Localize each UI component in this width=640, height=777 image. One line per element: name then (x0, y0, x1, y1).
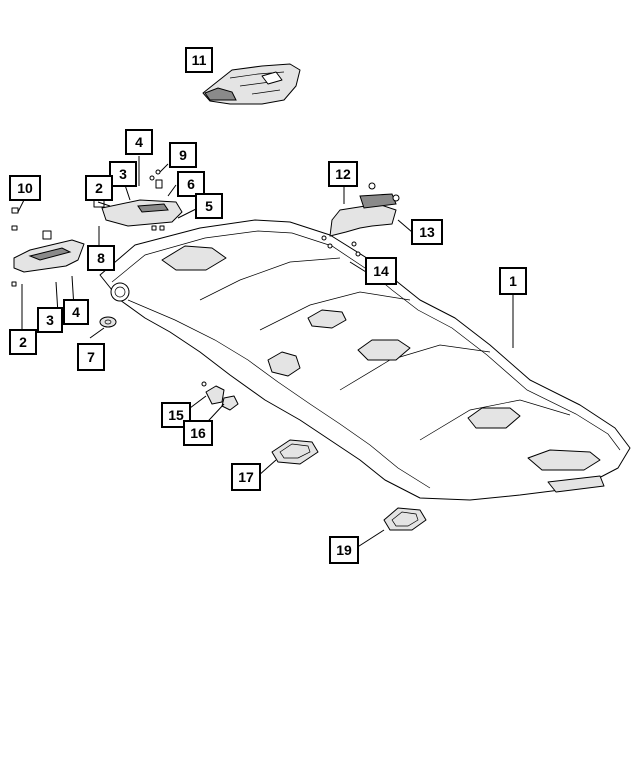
svg-text:17: 17 (238, 469, 254, 485)
callout-3-lower: 3 (37, 307, 63, 333)
svg-text:3: 3 (46, 312, 54, 328)
trim-bezel-17 (271, 439, 319, 465)
callout-2-upper: 2 (85, 175, 113, 201)
svg-text:6: 6 (187, 176, 195, 192)
callout-19: 19 (329, 536, 359, 564)
grommet-part (99, 316, 117, 328)
callout-3-upper: 3 (109, 161, 137, 187)
svg-text:2: 2 (19, 334, 27, 350)
svg-text:5: 5 (205, 198, 213, 214)
left-sun-visor (13, 239, 85, 273)
grab-handle-part (321, 182, 400, 257)
headliner-panel (99, 219, 631, 501)
callout-4-lower: 4 (63, 299, 89, 325)
callout-16: 16 (183, 420, 213, 446)
callout-17: 17 (231, 463, 261, 491)
callout-4-upper: 4 (125, 129, 153, 155)
callout-1: 1 (499, 267, 527, 295)
callout-11: 11 (185, 47, 213, 73)
callout-13: 13 (411, 219, 443, 245)
svg-text:16: 16 (190, 425, 206, 441)
svg-text:11: 11 (192, 52, 207, 68)
svg-text:10: 10 (17, 180, 33, 196)
callout-12: 12 (328, 161, 358, 187)
svg-text:13: 13 (419, 224, 435, 240)
svg-text:14: 14 (373, 263, 389, 279)
trim-bezel-19 (383, 507, 427, 531)
svg-text:7: 7 (87, 349, 95, 365)
callout-7: 7 (77, 343, 105, 371)
svg-text:19: 19 (336, 542, 352, 558)
callout-5: 5 (195, 193, 223, 219)
svg-text:4: 4 (72, 304, 80, 320)
overhead-console-part (202, 63, 301, 105)
svg-text:4: 4 (135, 134, 143, 150)
svg-text:8: 8 (97, 250, 105, 266)
callout-14: 14 (365, 257, 397, 285)
svg-text:9: 9 (179, 147, 187, 163)
reading-lamp-parts (201, 381, 239, 411)
svg-text:3: 3 (119, 166, 127, 182)
callout-9: 9 (169, 142, 197, 168)
svg-text:1: 1 (509, 273, 517, 289)
right-sun-visor (101, 199, 183, 227)
svg-text:12: 12 (335, 166, 351, 182)
callout-8: 8 (87, 245, 115, 271)
callout-10: 10 (9, 175, 41, 201)
svg-text:15: 15 (168, 407, 184, 423)
callout-2-lower: 2 (9, 329, 37, 355)
svg-text:2: 2 (95, 180, 103, 196)
callout-6: 6 (177, 171, 205, 197)
